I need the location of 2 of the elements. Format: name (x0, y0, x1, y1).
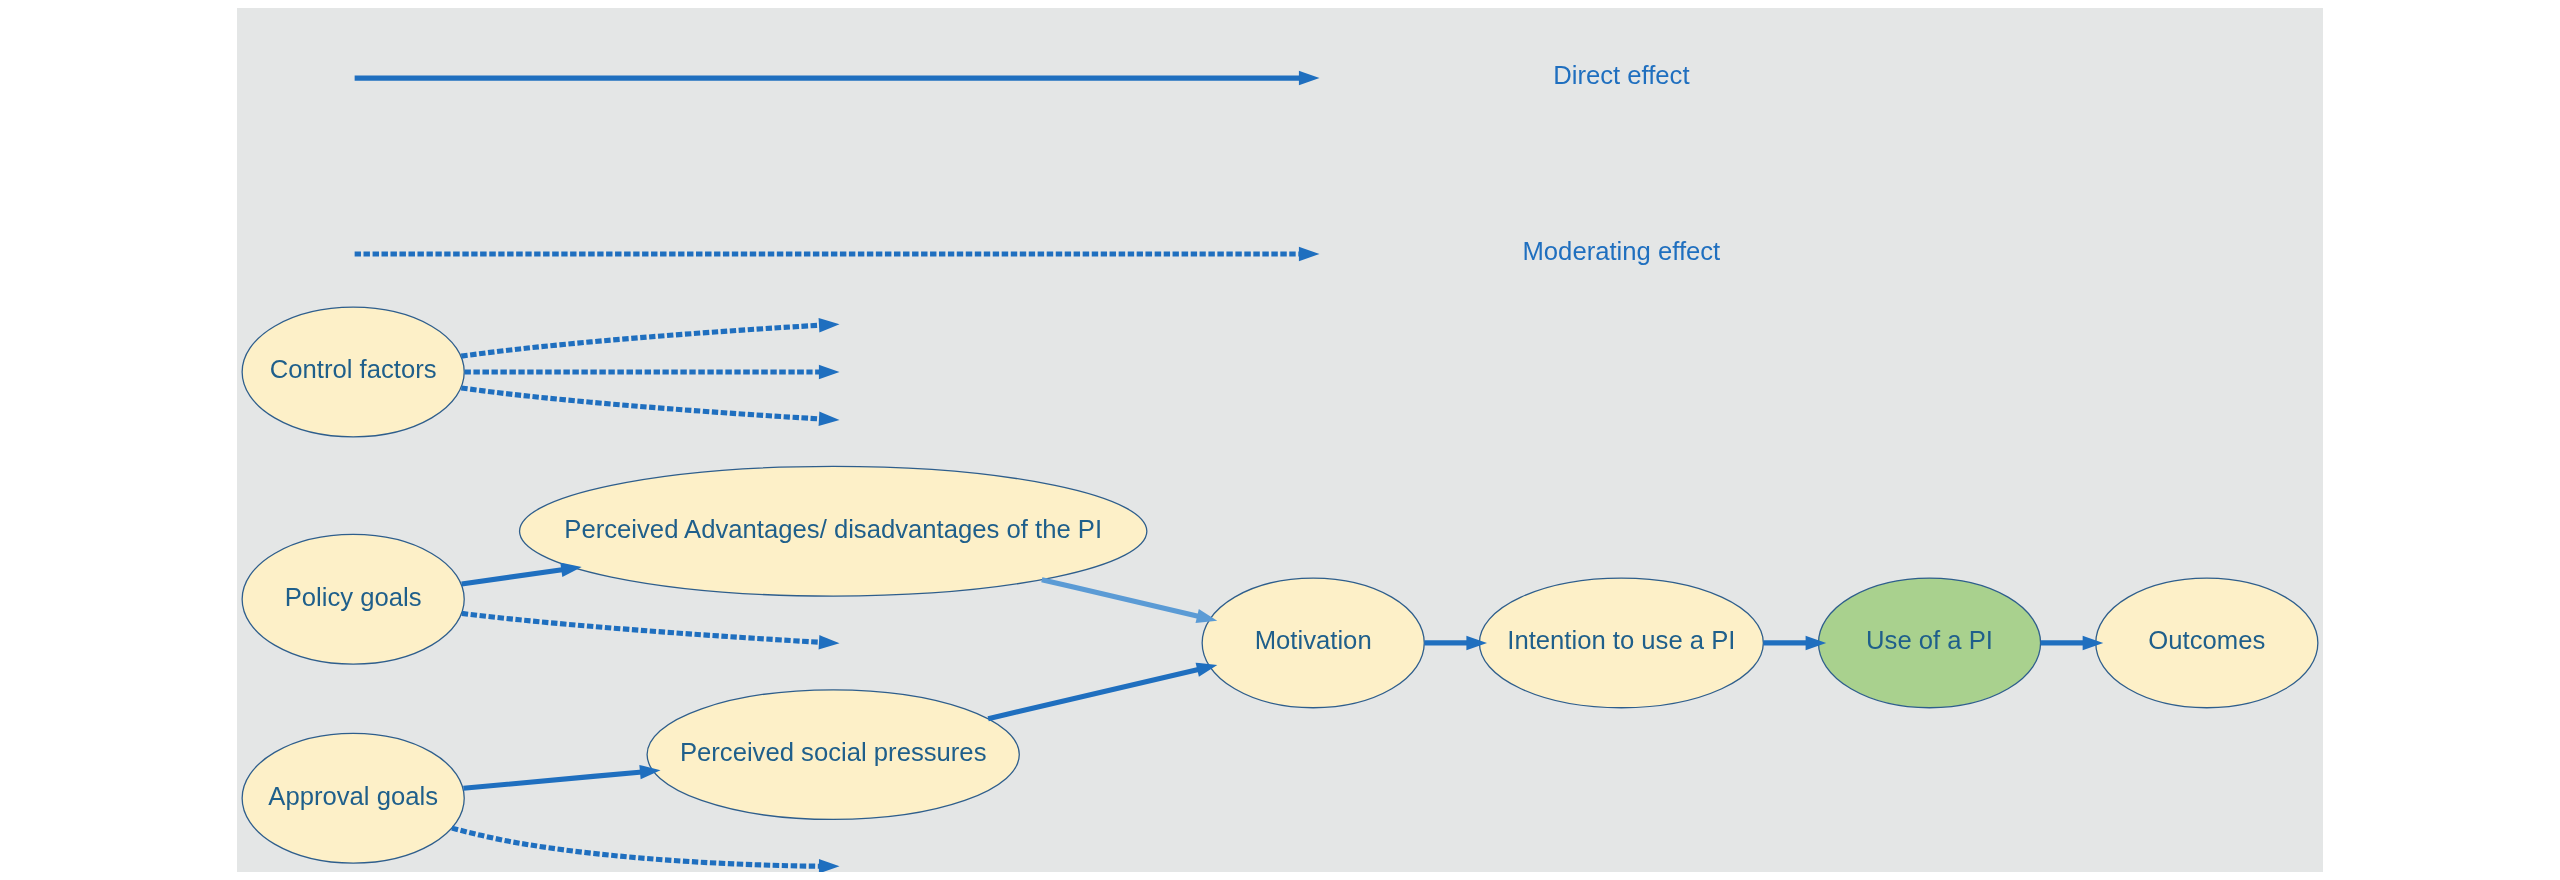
legend-label: Direct effect (1553, 61, 1690, 90)
legend-label: Moderating effect (1522, 237, 1721, 266)
